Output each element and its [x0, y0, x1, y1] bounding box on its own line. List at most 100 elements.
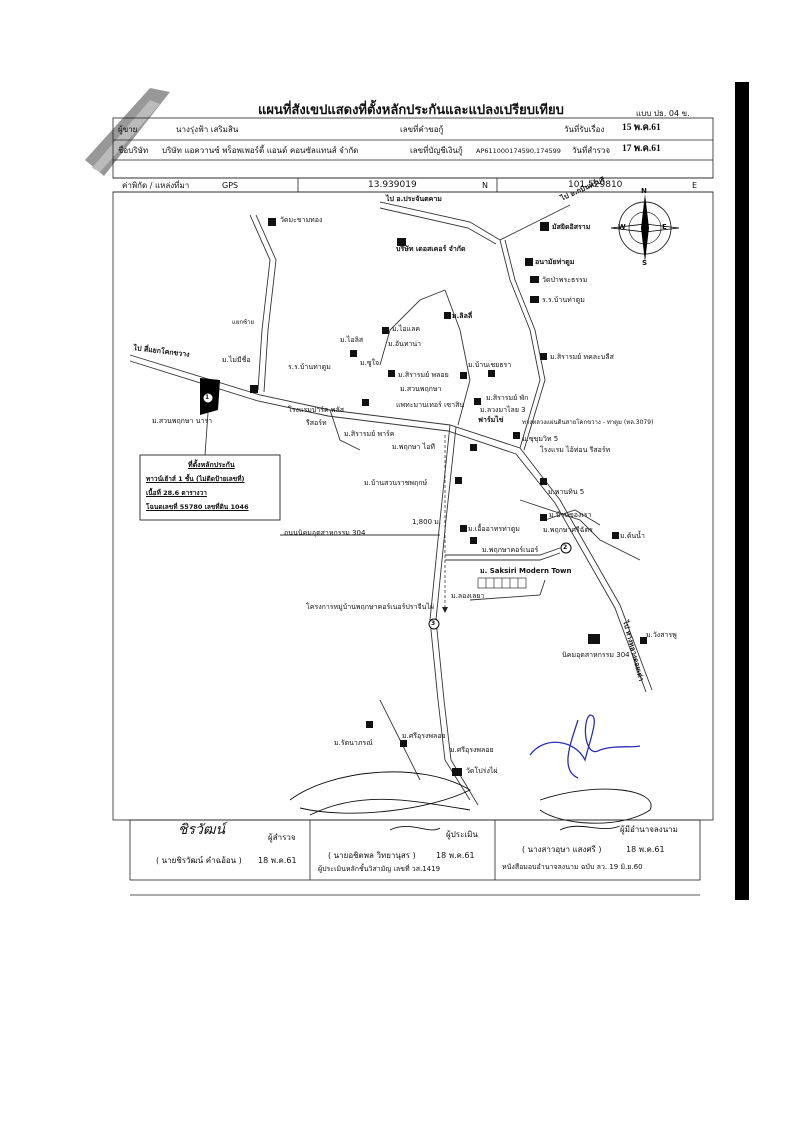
map-label: ทางหลวงแผ่นดินสายโคกขวาง - ท่าตูม (ทล.30…: [522, 419, 654, 426]
map-label: ม.ซุขุมวิท 5: [522, 435, 559, 443]
map-label: ม.วังสารพู: [646, 631, 677, 639]
map-label: ม.อันทาน่า: [388, 340, 422, 348]
map-label: ม.ลวงมาไลย 3: [480, 406, 526, 414]
map-label: 1,800 ม.: [412, 518, 442, 526]
authority-reference: หนังสือมอบอำนาจลงนาม ฉบับ ลว. 19 มิ.ย.60: [502, 863, 643, 871]
survey-date: 17 พ.ค.61: [622, 144, 661, 154]
legend-line-3: โฉนดเลขที่ 55780 เลขที่ดิน 1046: [146, 503, 249, 511]
map-label: วัดมะขามทอง: [280, 216, 323, 224]
longitude-value: 101.529810: [568, 180, 623, 190]
map-label: ม.สิรารมย์ ทคละบลีส: [550, 353, 614, 361]
subject-marker-circle: [202, 392, 214, 404]
survey-date-label: วันที่สำรวจ: [572, 146, 611, 155]
map-label: ม.ศรีอุรงพลอย: [402, 732, 446, 740]
surveyor-date: 18 พ.ค.61: [258, 856, 297, 865]
request-no-label: เลขที่คำขอกู้: [400, 125, 444, 134]
map-label: ม.พฤกษาศรีฉัตร: [543, 526, 593, 534]
map-label: ม.ไม่มีชื่อ: [222, 356, 251, 364]
company-name: บริษัท แอควานซ์ พร็อพเพอร์ตี้ แอนด์ คอนซ…: [162, 146, 359, 155]
map-label: นิคมอุตสาหกรรม 304: [562, 651, 630, 659]
map-label: ม.พฤกษาคอร์เนอร์: [482, 546, 539, 554]
comparable-3-circle: [428, 618, 440, 630]
appraiser-role: ผู้ประเมิน: [446, 830, 478, 839]
latitude-suffix: N: [482, 181, 488, 190]
map-label: มัสยิดอิสราม: [552, 223, 591, 231]
map-label: โครงการหมู่บ้านพฤกษาคอร์เนอร์ปราจีนไผ่: [306, 603, 435, 611]
authority-name: ( นางสาวอุษา แสงศรี ): [522, 845, 602, 854]
legend-line-2: เนื้อที่ 28.6 ตารางวา: [146, 489, 207, 497]
account-label: เลขที่บัญชีเงินกู้: [410, 146, 463, 155]
subject-marker: 1: [205, 394, 210, 401]
place-markers: [250, 218, 647, 776]
authority-date: 18 พ.ค.61: [626, 845, 665, 854]
map-label: ม.พฤกษา ไอที: [392, 443, 436, 451]
map-label: ม.สวนพฤกษา: [400, 385, 442, 393]
compass-rose: [610, 194, 680, 262]
map-label: รีสอร์ท: [306, 419, 327, 427]
map-label: ม. Saksiri Modern Town: [480, 567, 572, 575]
map-label: โรงแรม ไอ้ท่อน รีสอร์ท: [540, 446, 611, 454]
comparable-3-marker: 3: [431, 620, 436, 627]
authority-role: ผู้มีอำนาจลงนาม: [620, 825, 678, 834]
map-label: ร.ร.บ้านท่าตูม: [288, 363, 331, 371]
map-label: ม.ต้นน้ำ: [620, 532, 645, 540]
compass-south: S: [642, 259, 648, 267]
compass-west: W: [618, 223, 626, 231]
map-label: ม.พานทิน 5: [548, 488, 585, 496]
surveyor-role: ผู้สำรวจ: [268, 833, 296, 842]
map-label: ม.สวนพฤกษา นารา: [152, 417, 213, 425]
surveyor-signature: ชิรวัฒน์: [178, 822, 226, 838]
map-label: ม.บ้านของเรา: [549, 511, 592, 519]
coordinate-source: GPS: [222, 181, 239, 190]
appraiser-name: ( นายอชิตพล วิทยานุสร ): [328, 851, 416, 860]
scan-edge-bar: [735, 82, 749, 900]
map-label: ม.สิรารมย์ พาร์ค: [344, 430, 395, 438]
legend-line-1: ทาวน์เฮ้าส์ 1 ชั้น (ไม่ติดป้ายเลขที่): [146, 475, 245, 483]
legend-title: ที่ตั้งหลักประกัน: [188, 461, 235, 469]
map-label: ม.ศรีอุรงพลอย: [450, 746, 494, 754]
map-label: ถนนนิคมอุตสาหกรรม 304: [284, 529, 366, 537]
map-label: อนามัยท่าตูม: [535, 258, 575, 266]
map-label: ฟาร์มไข่: [478, 416, 504, 424]
map-label: ม.สิรารมย์ พลอย: [398, 371, 449, 379]
applicant-label: ผู้ขาย: [118, 125, 138, 134]
compass-east: E: [662, 223, 667, 231]
map-label: ม.บ้านสวนราชพฤกษ์: [364, 479, 428, 487]
account-number: AP611000174590,174599: [476, 147, 561, 155]
coordinate-label: ค่าพิกัด / แหล่งที่มา: [122, 181, 190, 190]
compass-north: N: [641, 187, 647, 195]
handwritten-signatures: [289, 771, 652, 831]
map-label: โรงแรมปาร์ค พลัส: [288, 406, 345, 414]
blue-signature: [529, 714, 641, 779]
map-label: ม.ไอแลค: [392, 325, 421, 333]
longitude-suffix: E: [692, 181, 698, 190]
applicant-name: นางรุ่งฟ้า เสริมสิน: [176, 125, 239, 134]
map-label: ม.สิรารมย์ พัก: [486, 394, 529, 402]
map-label: ไป อ.ประจันตคาม: [386, 195, 442, 203]
map-label: ม.เอื้ออาทรท่าตูม: [468, 525, 520, 533]
document-title: แผนที่สังเขปแสดงที่ตั้งหลักประกันและแปลง…: [258, 103, 564, 118]
company-label: ชื่อบริษัท: [118, 146, 149, 155]
latitude-value: 13.939019: [368, 180, 417, 190]
map-label: วัดโปร่งไผ่: [466, 767, 498, 775]
map-label: ร.ร.บ้านท่าตูม: [542, 296, 585, 304]
surveyor-name: ( นายชิรวัฒน์ คำฉอ้อน ): [156, 856, 242, 865]
received-date-label: วันที่รับเรื่อง: [564, 125, 605, 134]
scan-fold: [92, 100, 160, 172]
road-network: [129, 201, 653, 806]
comparable-2-marker: 2: [563, 544, 568, 551]
map-label: วัดป่าพระธรรม: [542, 276, 588, 284]
map-label: ม.ลองเลยา: [451, 592, 485, 600]
form-code: แบบ ปธ. 04 ข.: [636, 109, 690, 118]
appraiser-license: ผู้ประเมินหลักชั้นวิสามัญ เลขที่ วส.1419: [318, 865, 441, 873]
map-label: บริษัท เดอสเคอร์ จำกัด: [396, 245, 466, 253]
comparable-2-circle: [560, 542, 572, 554]
map-label: แยกซ้าย: [232, 319, 254, 326]
map-label: แพทะมานเทอร์ เซาสิน: [396, 401, 465, 409]
map-label: ม.ไอลิส: [340, 336, 364, 344]
map-label: ม.บ้านเชยธรา: [468, 361, 512, 369]
map-label: ม.รัตนาภรณ์: [334, 739, 373, 747]
legend-box: [139, 454, 281, 521]
